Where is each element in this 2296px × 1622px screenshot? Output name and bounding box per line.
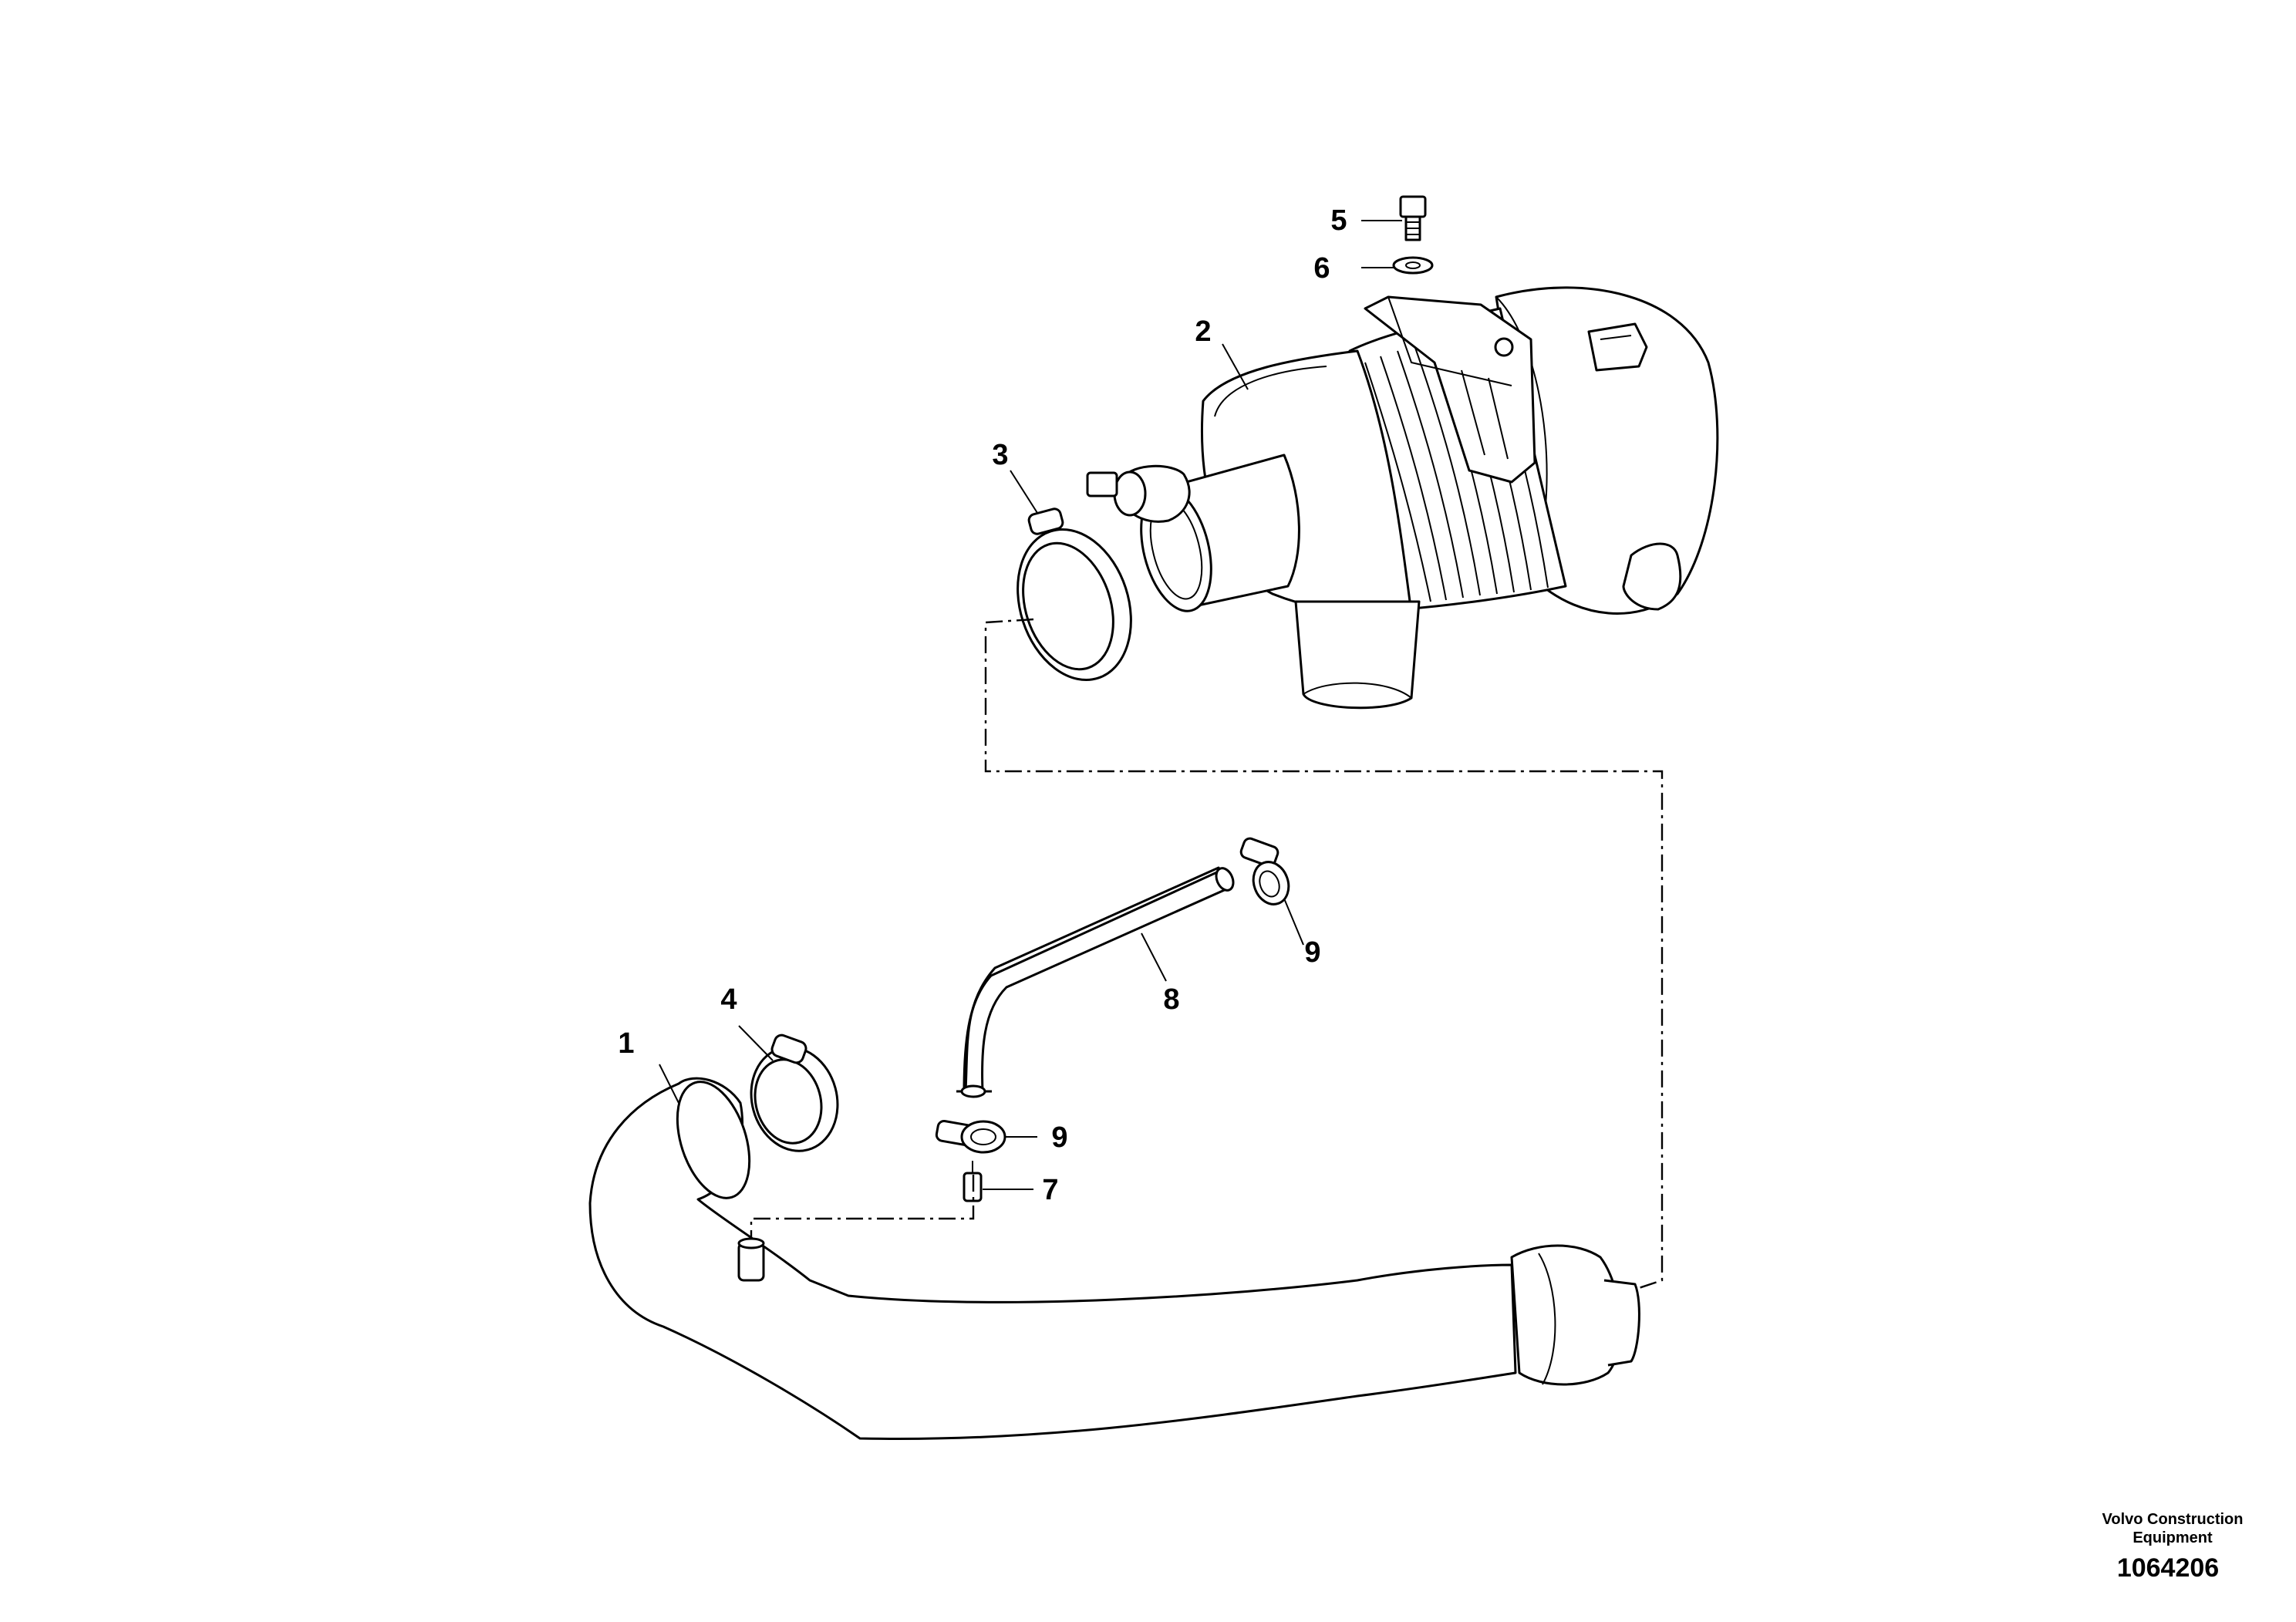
leader-lines — [659, 220, 1402, 1190]
callout-7: 7 — [1042, 1174, 1058, 1206]
callout-4: 4 — [720, 983, 737, 1016]
vent-hose — [956, 866, 1235, 1098]
callout-1: 1 — [618, 1027, 634, 1060]
restriction-indicator — [1086, 464, 1191, 523]
washer — [1392, 256, 1434, 275]
credit-line-1: Volvo Construction — [2102, 1511, 2244, 1528]
callout-9-lower: 9 — [1051, 1121, 1067, 1154]
callout-labels: 1 2 3 4 5 6 7 8 9 9 — [618, 204, 1347, 1206]
connector-lines — [750, 618, 1664, 1290]
credit-line-2: Equipment — [2132, 1529, 2213, 1546]
hose-clamp-lower — [750, 1034, 839, 1152]
small-clamp-upper — [1239, 837, 1290, 905]
document-number: 1064206 — [2117, 1553, 2219, 1583]
credit-block: Volvo Construction Equipment 1064206 — [2102, 1511, 2244, 1583]
callout-6: 6 — [1313, 252, 1330, 285]
callout-2: 2 — [1195, 315, 1211, 348]
intake-hose — [588, 1077, 1640, 1441]
hose-clamp-upper — [1017, 508, 1132, 682]
small-clamp-lower — [935, 1119, 1006, 1154]
callout-5: 5 — [1330, 204, 1347, 237]
air-cleaner-assembly — [1086, 286, 1719, 710]
callout-3: 3 — [992, 439, 1008, 471]
callout-8: 8 — [1163, 983, 1179, 1016]
bolt — [1399, 195, 1427, 241]
callout-9-upper: 9 — [1304, 936, 1320, 969]
